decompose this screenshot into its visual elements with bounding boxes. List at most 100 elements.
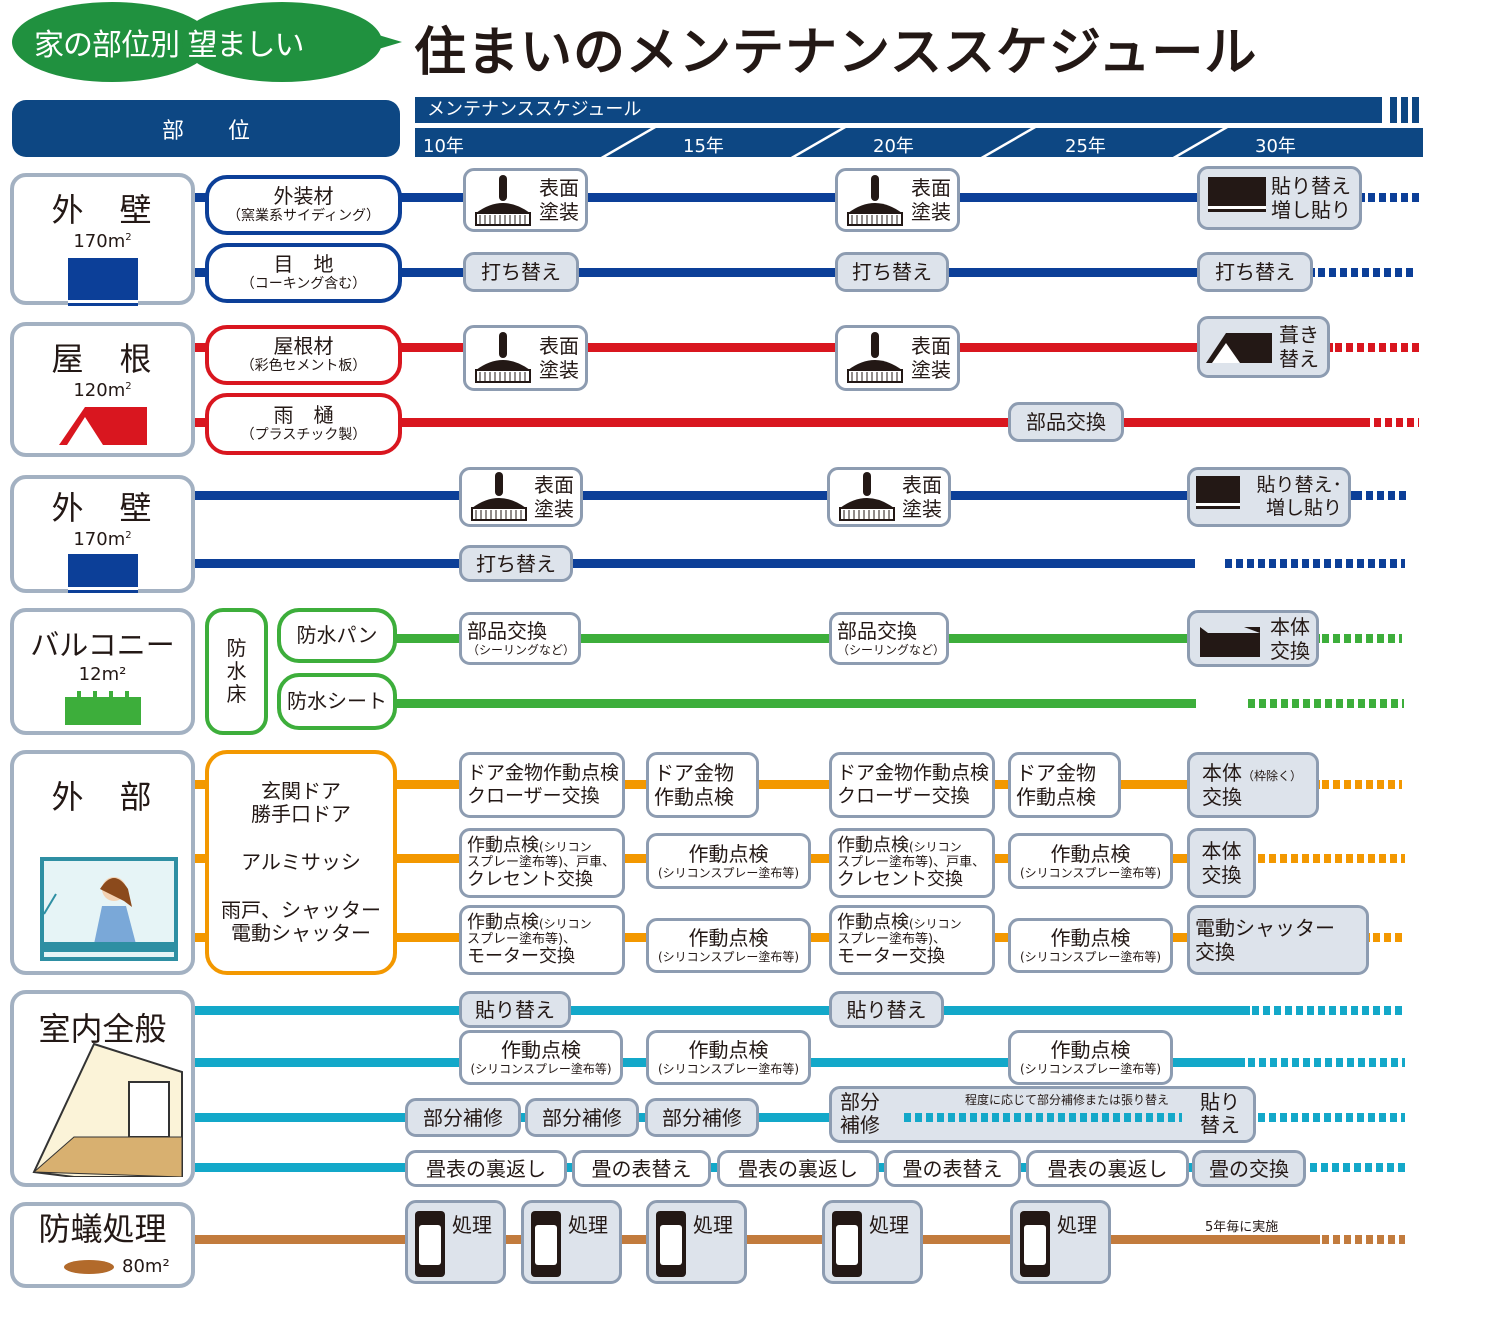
task-recaulk: 打ち替え xyxy=(1197,252,1313,292)
task-inspect: 作動点検(シリコンスプレー塗布等) xyxy=(459,1030,623,1085)
sub-roofing: 屋根材（彩色セメント板） xyxy=(205,325,402,385)
balcony-sheet-line xyxy=(395,699,1196,708)
task-paint: 表面塗装 xyxy=(463,168,588,232)
category-area: 170m xyxy=(73,231,126,252)
category-termite: 防蟻処理 80m² xyxy=(10,1202,195,1288)
task-parts: 部品交換（シーリングなど） xyxy=(829,612,949,665)
category-wall-2: 外 壁 170m2 xyxy=(10,475,195,593)
task-paint: 表面塗装 xyxy=(835,168,960,232)
task-tatami-flip: 畳表の裏返し xyxy=(1026,1150,1189,1187)
room-illustration xyxy=(32,1042,183,1177)
termite-dots xyxy=(1322,1235,1405,1244)
canister-icon xyxy=(832,1211,862,1277)
gutter-line xyxy=(195,418,1370,427)
year-axis: 10年 15年 20年 25年 30年 xyxy=(415,128,1423,157)
task-door-inspect-closer: ドア金物作動点検クローザー交換 xyxy=(829,752,995,818)
partial-dots xyxy=(904,1113,1182,1122)
wall-joint-line xyxy=(195,268,1315,277)
shutter-dots xyxy=(1373,933,1405,942)
schedule-label: メンテナンススケジュール xyxy=(427,99,642,120)
task-paint: 表面塗装 xyxy=(827,467,951,527)
sub-waterproof-sheet: 防水シート xyxy=(277,673,397,730)
brush-icon xyxy=(847,332,903,383)
category-name: 屋 根 xyxy=(51,340,154,378)
siding-icon xyxy=(67,554,138,590)
sub-cladding: 外装材（窯業系サイディング） xyxy=(205,175,402,235)
category-balcony: バルコニー 12m² xyxy=(10,608,195,735)
task-inspect: 作動点検(シリコンスプレー塗布等) xyxy=(646,1030,811,1085)
canister-icon xyxy=(1020,1211,1050,1277)
task-paint: 表面塗装 xyxy=(835,325,960,391)
part-label: 部 位 xyxy=(161,118,250,144)
task-repaper: 貼り替え xyxy=(829,991,944,1028)
task-body-replace: 本体交換 xyxy=(1187,828,1256,898)
task-tatami-cover: 畳の表替え xyxy=(884,1150,1021,1187)
task-reroof: 葺き替え xyxy=(1197,316,1330,378)
schedule-bar-end xyxy=(1390,97,1422,123)
task-shutter-replace: 電動シャッター交換 xyxy=(1187,905,1369,975)
task-tatami-cover: 畳の表替え xyxy=(572,1150,711,1187)
task-recaulk: 打ち替え xyxy=(463,252,579,292)
wall-cladding-dots xyxy=(1368,193,1420,202)
task-door-inspect: ドア金物作動点検 xyxy=(1008,752,1121,818)
task-partial-or-repaper: 部分補修 程度に応じて部分補修または張り替え 貼り替え xyxy=(829,1086,1256,1143)
termite-line xyxy=(195,1235,1320,1244)
roof-black-icon xyxy=(1206,333,1272,363)
task-body-replace: 本体交換 xyxy=(1187,610,1319,667)
task-sash-inspect: 作動点検(シリコンスプレー塗布等)、戸車、クレセント交換 xyxy=(459,828,625,898)
task-tatami-replace: 畳の交換 xyxy=(1192,1150,1306,1187)
task-partial-repair: 部分補修 xyxy=(405,1098,521,1137)
task-inspect: 作動点検(シリコンスプレー塗布等) xyxy=(646,833,811,889)
task-partial-repair: 部分補修 xyxy=(645,1098,759,1137)
task-sash-inspect: 作動点検(シリコンスプレー塗布等)、戸車、クレセント交換 xyxy=(829,828,995,898)
tatami-dots xyxy=(1310,1163,1405,1172)
year-20: 20年 xyxy=(873,136,914,157)
task-termite-treat: 処理 xyxy=(1010,1200,1111,1284)
year-25: 25年 xyxy=(1065,136,1106,157)
brush-icon xyxy=(839,472,895,521)
balcony-pan-dots xyxy=(1322,634,1402,643)
brush-icon xyxy=(471,472,527,521)
task-shutter-inspect: 作動点検(シリコンスプレー塗布等)、モーター交換 xyxy=(829,905,995,975)
wall-cladding-line xyxy=(195,193,1365,202)
canister-icon xyxy=(531,1211,561,1277)
sub-gutter: 雨 樋（プラスチック製） xyxy=(205,393,402,455)
bubble-text: 家の部位別 望ましい xyxy=(34,28,305,63)
wall-joint-dots xyxy=(1318,268,1413,277)
canister-icon xyxy=(656,1211,686,1277)
gutter-dots xyxy=(1374,418,1419,427)
task-inspect: 作動点検(シリコンスプレー塗布等) xyxy=(1008,918,1173,973)
sub-waterproof-floor: 防水床 xyxy=(205,608,268,735)
schedule-bar: メンテナンススケジュール xyxy=(415,97,1382,123)
task-termite-treat: 処理 xyxy=(405,1200,506,1284)
partial-note: 程度に応じて部分補修または張り替え xyxy=(965,1093,1170,1107)
category-wall: 外 壁 170m2 xyxy=(10,173,195,305)
balcony-sheet-dots xyxy=(1248,699,1404,708)
task-partial-repair: 部分補修 xyxy=(525,1098,639,1137)
sub-waterproof-pan: 防水パン xyxy=(277,608,397,663)
interior-wallpaper-line xyxy=(195,1006,1250,1015)
roof-dots xyxy=(1335,343,1419,352)
category-name: 外 壁 xyxy=(51,191,154,229)
task-recaulk: 打ち替え xyxy=(835,252,949,292)
task-shutter-inspect: 作動点検(シリコンスプレー塗布等)、モーター交換 xyxy=(459,905,625,975)
balcony-icon xyxy=(64,691,141,725)
termite-note: 5年毎に実施 xyxy=(1205,1220,1279,1235)
siding-icon xyxy=(67,258,138,303)
task-reclad: 貼り替え･増し貼り xyxy=(1187,467,1351,527)
task-inspect: 作動点検(シリコンスプレー塗布等) xyxy=(1008,1030,1173,1085)
window-woman-illustration xyxy=(40,857,178,961)
wall2-line xyxy=(195,491,1355,500)
task-termite-treat: 処理 xyxy=(646,1200,747,1284)
category-interior: 室内全般 xyxy=(10,990,195,1187)
task-paint: 表面塗装 xyxy=(459,467,583,527)
task-tatami-flip: 畳表の裏返し xyxy=(405,1150,567,1187)
sub-joint: 目 地（コーキング含む） xyxy=(205,243,402,303)
task-recaulk: 打ち替え xyxy=(459,545,573,582)
task-termite-treat: 処理 xyxy=(521,1200,622,1284)
task-parts: 部品交換 xyxy=(1008,402,1124,442)
task-tatami-flip: 畳表の裏返し xyxy=(717,1150,879,1187)
task-parts: 部品交換（シーリングなど） xyxy=(459,612,581,665)
panel-icon xyxy=(1208,177,1266,209)
interior-fitting-dots xyxy=(1248,1058,1405,1067)
